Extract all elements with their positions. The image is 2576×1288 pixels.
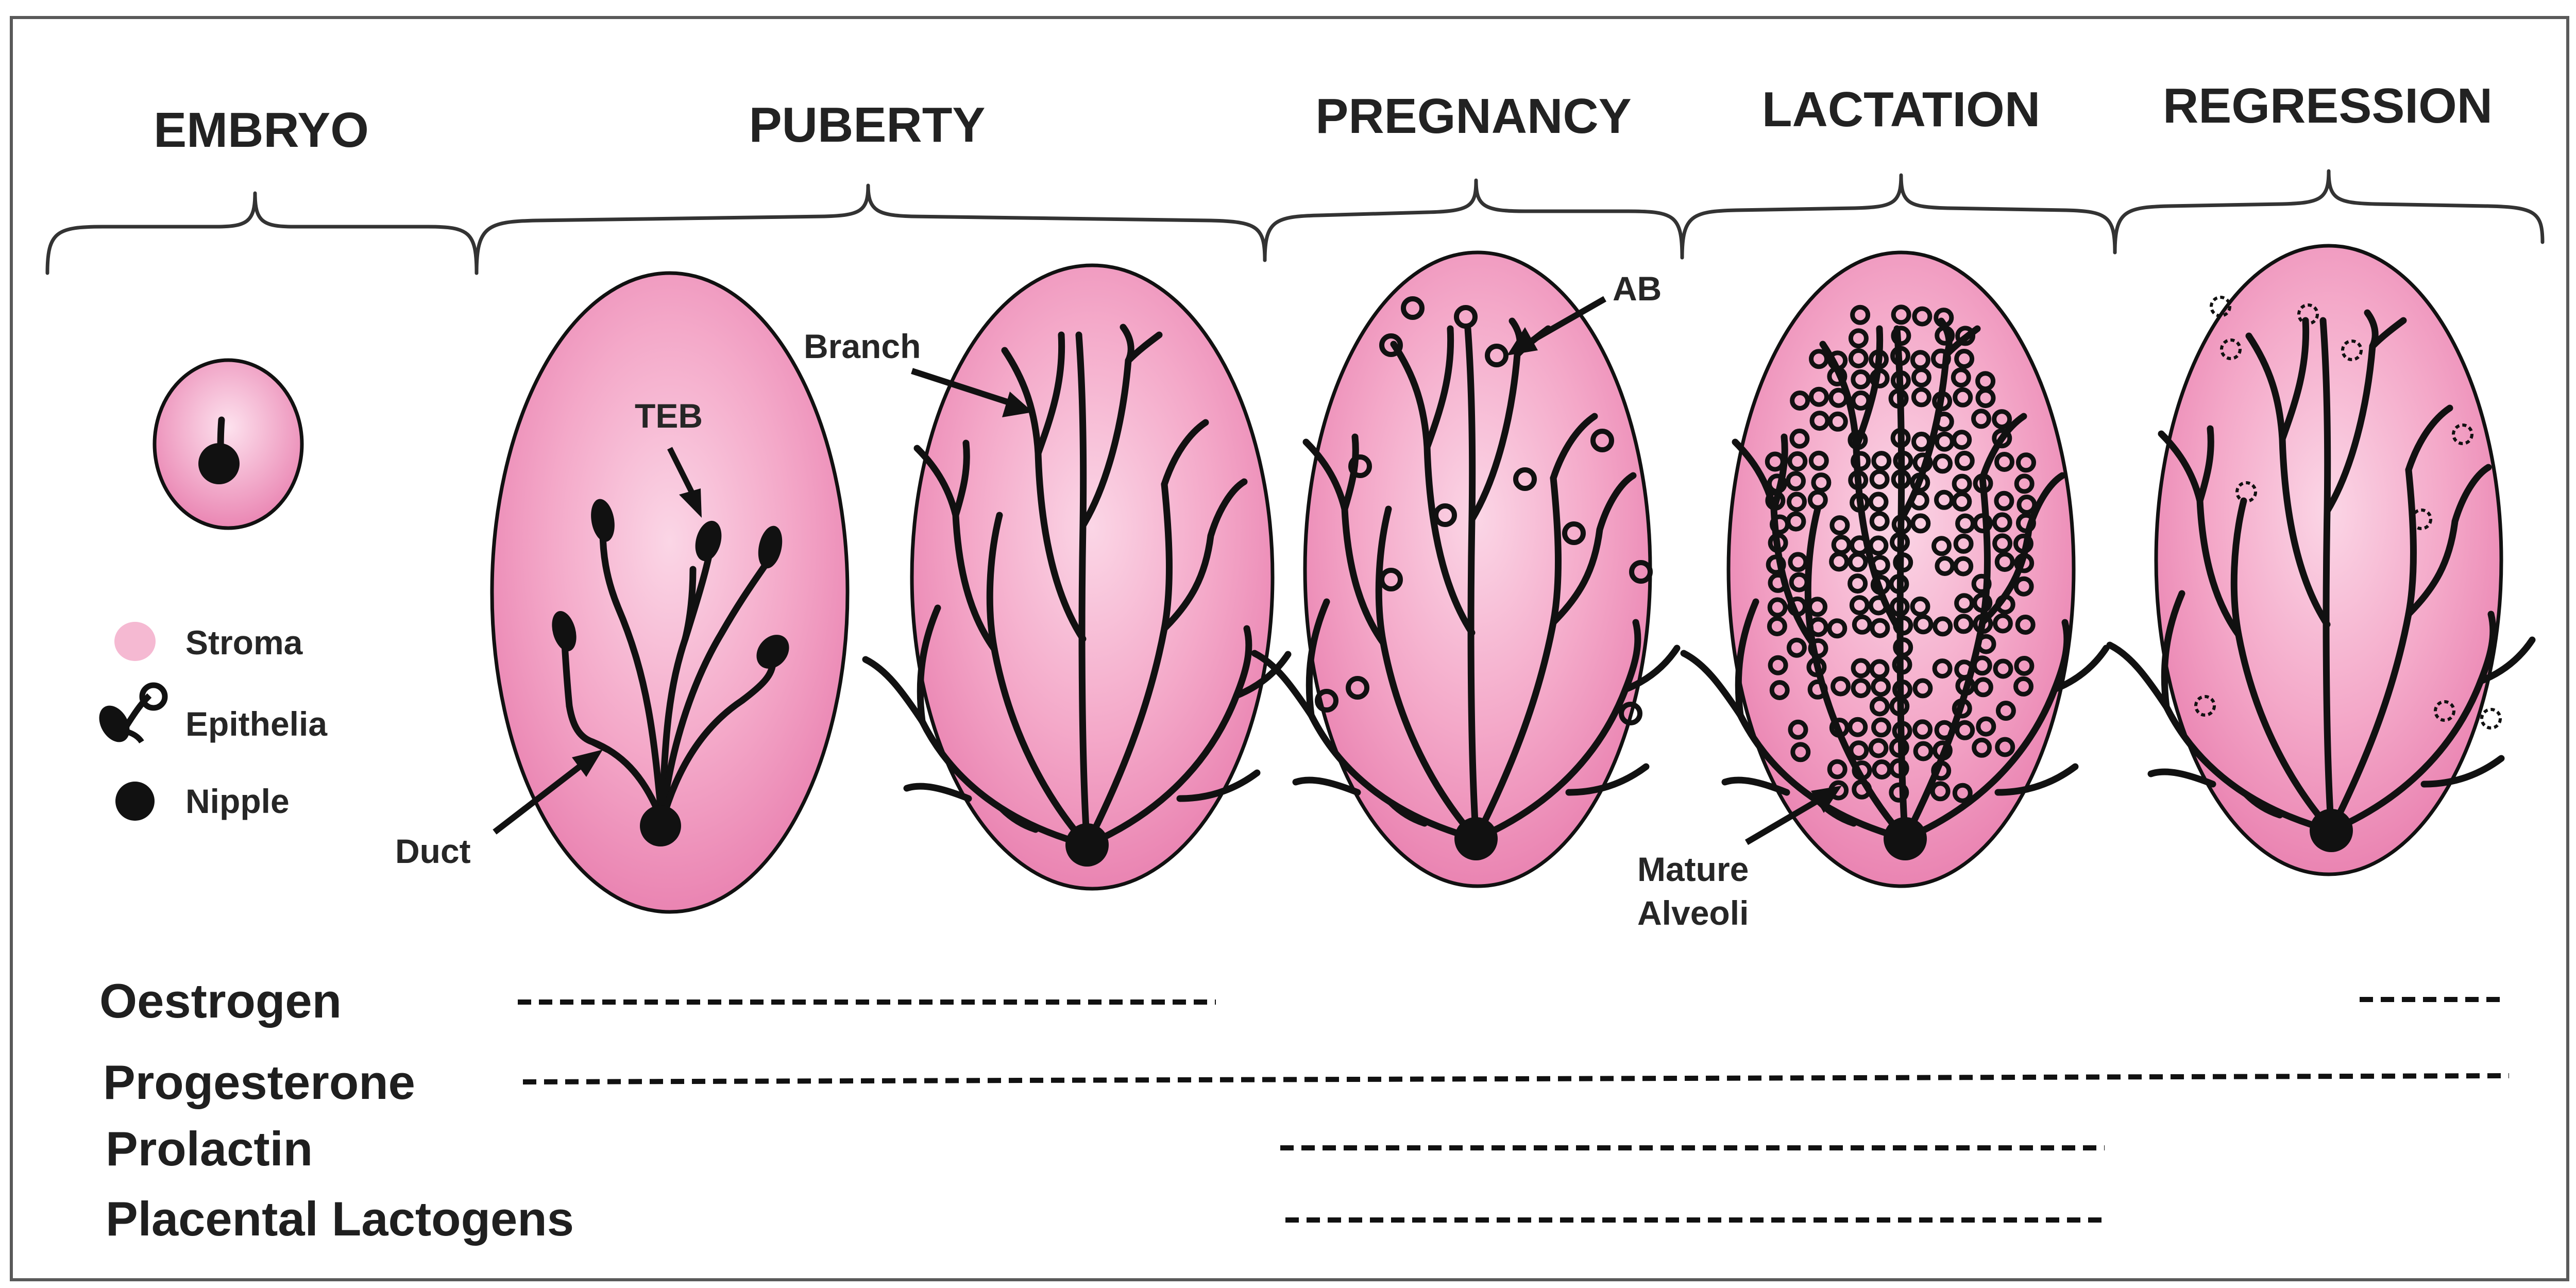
stage-label-embryo: EMBRYO [154,103,369,158]
legend-epithelia-label: Epithelia [185,705,328,743]
annotation-branch: Branch [804,327,921,365]
stage-label-regression: REGRESSION [2163,78,2493,133]
gland-embryo [155,360,302,528]
annotation-mature-alveoli-line1: Mature [1637,850,1749,888]
legend-stroma-label: Stroma [185,623,303,662]
annotation-duct: Duct [395,832,471,870]
nipple-icon [115,782,155,821]
annotation-teb: TEB [635,397,703,435]
legend-nipple-label: Nipple [185,782,290,820]
gland-puberty-early [492,273,848,912]
annotation-mature-alveoli-line2: Alveoli [1637,894,1749,932]
stage-label-pregnancy: PREGNANCY [1315,89,1631,144]
stroma-swatch-icon [114,622,156,661]
annotation-ab: AB [1613,269,1662,308]
stage-label-lactation: LACTATION [1762,82,2040,137]
hormone-label-oestrogen: Oestrogen [99,974,342,1028]
stage-label-puberty: PUBERTY [749,97,986,152]
hormone-label-placental-lactogens: Placental Lactogens [106,1192,574,1246]
hormone-label-prolactin: Prolactin [106,1122,313,1176]
hormone-label-progesterone: Progesterone [103,1055,415,1109]
